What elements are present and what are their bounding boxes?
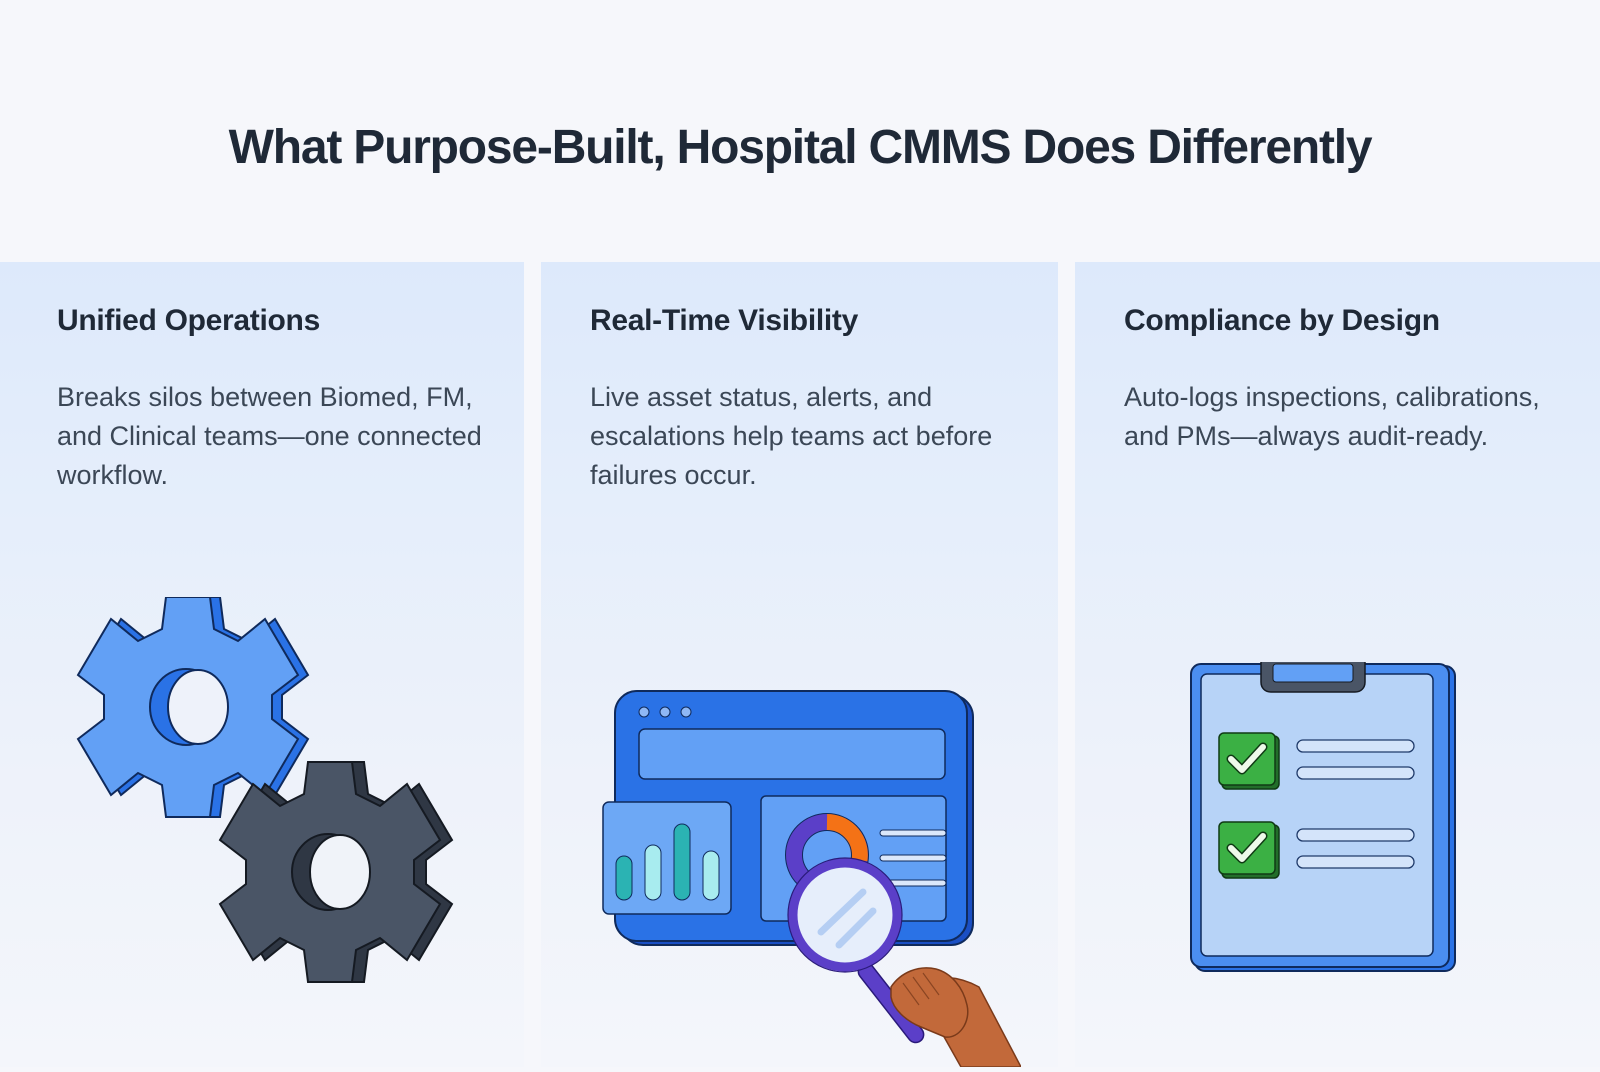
panel-unified-operations: Unified Operations Breaks silos between … [0, 262, 524, 1067]
panel-real-time-visibility: Real-Time Visibility Live asset status, … [541, 262, 1058, 1068]
panel-title: Real-Time Visibility [590, 304, 858, 337]
dashboard-magnifier-icon [601, 687, 1023, 1072]
panel-description: Live asset status, alerts, and escalatio… [590, 382, 993, 490]
clipboard-checklist-icon [1189, 657, 1459, 987]
panel-description: Breaks silos between Biomed, FM, and Cli… [57, 382, 482, 490]
page-title: What Purpose-Built, Hospital CMMS Does D… [228, 121, 1373, 174]
panel-compliance-by-design: Compliance by Design Auto-logs inspectio… [1075, 262, 1600, 1067]
gears-icon [70, 596, 460, 992]
panel-title: Compliance by Design [1124, 304, 1440, 337]
panel-description: Auto-logs inspections, calibrations, and… [1124, 382, 1540, 451]
panel-title: Unified Operations [57, 304, 320, 337]
